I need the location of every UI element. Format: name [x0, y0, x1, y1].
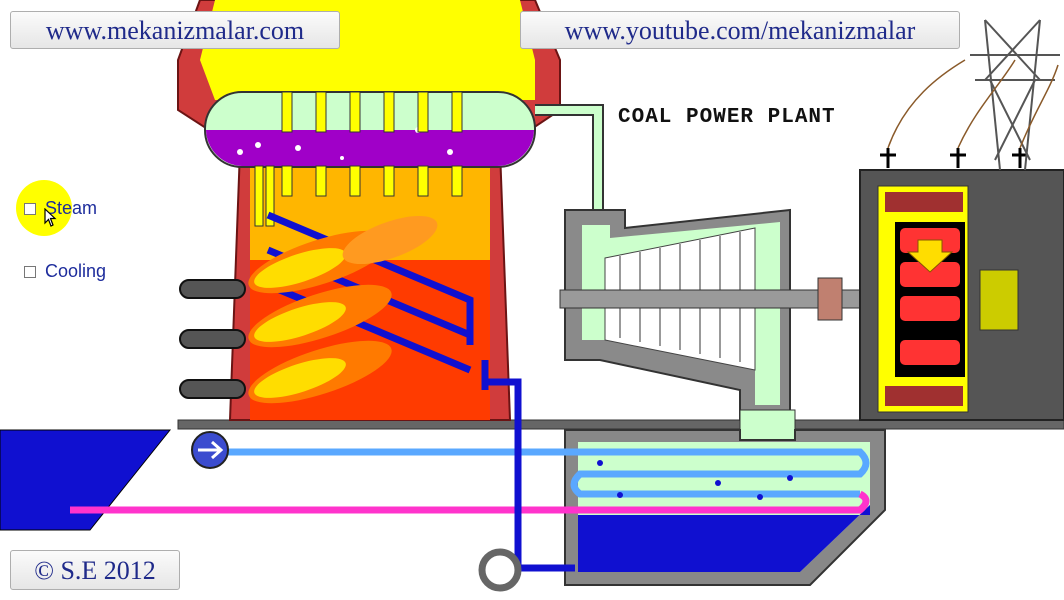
water-source: [0, 429, 172, 531]
cooling-option-label[interactable]: Cooling: [45, 261, 107, 281]
cooling-coil-hot: [70, 490, 870, 514]
ground-slab: [177, 419, 744, 430]
ground-slab-right: [792, 419, 1064, 430]
burner-flames: [248, 215, 438, 404]
rotor-arrow-icon: [906, 239, 954, 273]
transmission-tower-icon: [970, 19, 1060, 171]
condensate-drops: [597, 460, 823, 522]
pump-arrow-icon: [198, 440, 224, 460]
generator-terminals: [880, 148, 1028, 168]
fuel-nozzles: [179, 279, 246, 399]
power-lines: [887, 59, 1059, 149]
cooling-coil-cold: [200, 448, 870, 498]
steam-option-label[interactable]: Steam: [45, 198, 98, 218]
drum-bubbles: [237, 127, 453, 160]
shaft-coupling: [817, 277, 843, 321]
condenser-water: [578, 505, 870, 572]
feed-pump-icon: [478, 548, 522, 592]
rotor-pole-3: [900, 296, 960, 321]
turbine-exhaust: [739, 409, 796, 441]
website-link-button[interactable]: www.mekanizmalar.com: [10, 11, 340, 49]
rotor-pole-2: [900, 262, 960, 287]
rotor-pole-4: [900, 340, 960, 365]
stator-bottom: [885, 386, 963, 406]
checkbox-icon[interactable]: [24, 265, 36, 278]
diagram-title: COAL POWER PLANT: [618, 106, 836, 129]
checkbox-icon[interactable]: [24, 202, 36, 215]
stator-top: [885, 192, 963, 212]
steam-option[interactable]: Steam: [24, 198, 97, 219]
cooling-option[interactable]: Cooling: [24, 261, 106, 282]
exciter: [979, 269, 1019, 331]
copyright-button[interactable]: © S.E 2012: [10, 550, 180, 590]
riser-tubes: [254, 91, 463, 227]
youtube-link-button[interactable]: www.youtube.com/mekanizmalar: [520, 11, 960, 49]
mouse-cursor-icon: [44, 208, 57, 227]
drum-water: [206, 130, 534, 166]
steam-pipe-inner: [535, 106, 602, 230]
